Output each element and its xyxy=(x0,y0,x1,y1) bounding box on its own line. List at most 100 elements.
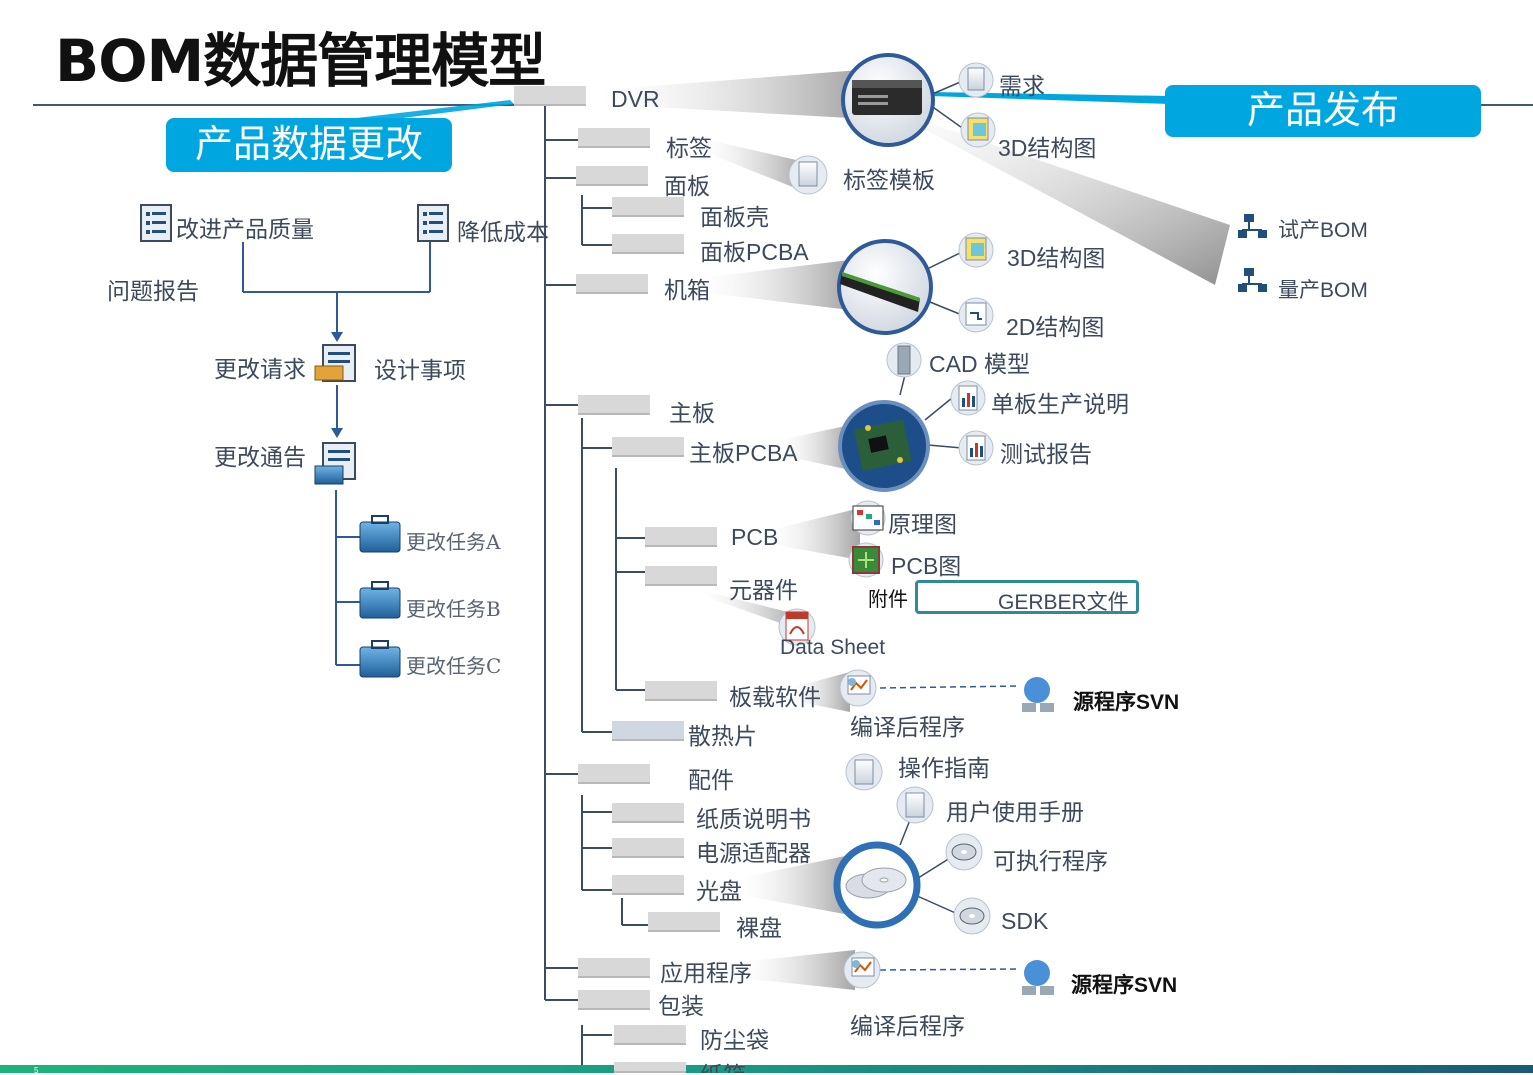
doc-mass-bom[interactable]: 量产BOM xyxy=(1278,279,1368,302)
task-b-icon xyxy=(359,581,401,619)
node-application[interactable]: 应用程序 xyxy=(660,960,752,986)
node-chassis[interactable]: 机箱 xyxy=(664,277,710,303)
node-disc[interactable]: 光盘 xyxy=(696,878,742,904)
node-mainboard-pcba[interactable]: 主板PCBA xyxy=(689,440,798,466)
user-manual-icon xyxy=(896,786,934,824)
arrow-to-change-request xyxy=(331,332,343,342)
chassis-bubble xyxy=(837,239,933,335)
doc-svn-2[interactable]: 源程序SVN xyxy=(1071,974,1178,997)
node-accessories[interactable]: 配件 xyxy=(688,767,734,793)
doc-requirement[interactable]: 需求 xyxy=(999,73,1045,99)
doc-executable[interactable]: 可执行程序 xyxy=(993,848,1108,874)
node-box-paper-manual xyxy=(612,803,684,823)
change-notice-icon xyxy=(314,442,356,485)
doc-svn[interactable]: 源程序SVN xyxy=(1073,691,1180,714)
doc-sdk[interactable]: SDK xyxy=(1001,908,1049,934)
compiled-program-icon xyxy=(839,669,877,707)
change-banner: 产品数据更改 xyxy=(166,118,452,172)
schematic-icon xyxy=(850,500,886,536)
svn-server-2-icon xyxy=(1022,960,1054,995)
node-power-adapter[interactable]: 电源适配器 xyxy=(696,840,811,866)
doc-schematic[interactable]: 原理图 xyxy=(888,511,957,537)
fan-disc xyxy=(740,855,850,915)
doc-label-template[interactable]: 标签模板 xyxy=(843,167,935,193)
dvr-bubble xyxy=(841,53,935,147)
chassis-2d-icon xyxy=(958,297,994,333)
task-c-label: 更改任务C xyxy=(406,654,502,678)
fan-onboard-software xyxy=(790,672,850,712)
task-a-label: 更改任务A xyxy=(406,530,501,554)
bom-tree-lines xyxy=(544,100,648,1073)
doc-gerber[interactable]: GERBER文件 xyxy=(998,591,1129,614)
node-label[interactable]: 标签 xyxy=(666,135,712,161)
requirement-icon xyxy=(958,62,994,98)
svn-server-icon xyxy=(1022,677,1054,712)
board-instructions-icon xyxy=(950,380,986,416)
doc-chassis-3d[interactable]: 3D结构图 xyxy=(1007,245,1106,271)
node-box-bare-disc xyxy=(648,912,720,932)
change-notice-label: 更改通告 xyxy=(214,444,306,470)
doc-chassis-2d[interactable]: 2D结构图 xyxy=(1006,314,1105,340)
disc-bubble xyxy=(833,841,921,929)
node-heatsink[interactable]: 散热片 xyxy=(688,723,757,749)
svn-dashed-links xyxy=(879,685,1021,971)
node-panel[interactable]: 面板 xyxy=(664,173,710,199)
fan-application xyxy=(740,950,855,990)
operation-guide-icon xyxy=(845,753,883,791)
node-paper-manual[interactable]: 纸质说明书 xyxy=(696,806,811,832)
pcb-drawing-icon xyxy=(848,542,884,578)
doc-dvr-3d[interactable]: 3D结构图 xyxy=(998,135,1097,161)
task-c-icon xyxy=(359,640,401,678)
node-bare-disc[interactable]: 裸盘 xyxy=(736,915,782,941)
doc-test-report[interactable]: 测试报告 xyxy=(1000,441,1092,467)
doc-operation-guide[interactable]: 操作指南 xyxy=(898,755,990,781)
change-request-icon xyxy=(314,344,356,382)
node-box-packaging xyxy=(578,990,650,1010)
arrow-to-change-notice xyxy=(331,428,343,438)
change-flow-lines xyxy=(242,242,431,666)
doc-trial-bom[interactable]: 试产BOM xyxy=(1278,219,1368,242)
executable-icon xyxy=(945,833,983,871)
fan-datasheet xyxy=(700,590,800,630)
node-dvr[interactable]: DVR xyxy=(611,86,660,112)
mainboard-bubble xyxy=(838,400,930,492)
test-report-icon xyxy=(958,430,994,466)
doc-datasheet[interactable]: Data Sheet xyxy=(780,636,886,659)
node-onboard-software[interactable]: 板载软件 xyxy=(729,684,821,710)
node-box-label xyxy=(578,128,650,148)
node-box-chassis xyxy=(576,274,648,294)
node-box-onboard-software xyxy=(645,681,717,701)
doc-user-manual[interactable]: 用户使用手册 xyxy=(946,799,1084,825)
fan-label-template xyxy=(700,138,805,190)
node-pcb[interactable]: PCB xyxy=(731,524,779,550)
node-box-panel xyxy=(576,166,648,186)
node-box-panel-shell xyxy=(612,197,684,217)
node-packaging[interactable]: 包装 xyxy=(658,993,704,1019)
doc-compiled-program[interactable]: 编译后程序 xyxy=(850,714,965,740)
task-b-label: 更改任务B xyxy=(406,597,501,621)
node-mainboard[interactable]: 主板 xyxy=(669,400,715,426)
node-dust-bag[interactable]: 防尘袋 xyxy=(700,1027,769,1053)
change-request-label: 更改请求 xyxy=(214,356,306,382)
reduce-cost-icon xyxy=(417,204,449,242)
fan-chassis xyxy=(700,260,850,310)
problem-report-label: 问题报告 xyxy=(107,278,199,304)
improve-quality-label: 改进产品质量 xyxy=(176,216,314,242)
doc-board-instructions[interactable]: 单板生产说明 xyxy=(991,391,1129,417)
doc-cad-model[interactable]: CAD 模型 xyxy=(929,351,1030,377)
doc-pcb-drawing[interactable]: PCB图 xyxy=(891,553,962,579)
reduce-cost-label: 降低成本 xyxy=(457,219,549,245)
node-components[interactable]: 元器件 xyxy=(729,577,798,603)
gerber-file-box[interactable] xyxy=(915,580,1139,614)
node-box-application xyxy=(578,958,650,978)
node-box-dvr xyxy=(514,86,586,106)
doc-connectors xyxy=(899,79,966,916)
doc-compiled-program-2[interactable]: 编译后程序 xyxy=(850,1013,965,1039)
node-box-mainboard-pcba xyxy=(612,437,684,457)
node-carton[interactable]: 纸箱 xyxy=(700,1056,746,1073)
node-panel-pcba[interactable]: 面板PCBA xyxy=(700,239,809,265)
node-panel-shell[interactable]: 面板壳 xyxy=(700,204,769,230)
mass-bom-icon xyxy=(1238,268,1267,292)
design-item-label: 设计事项 xyxy=(374,357,466,383)
